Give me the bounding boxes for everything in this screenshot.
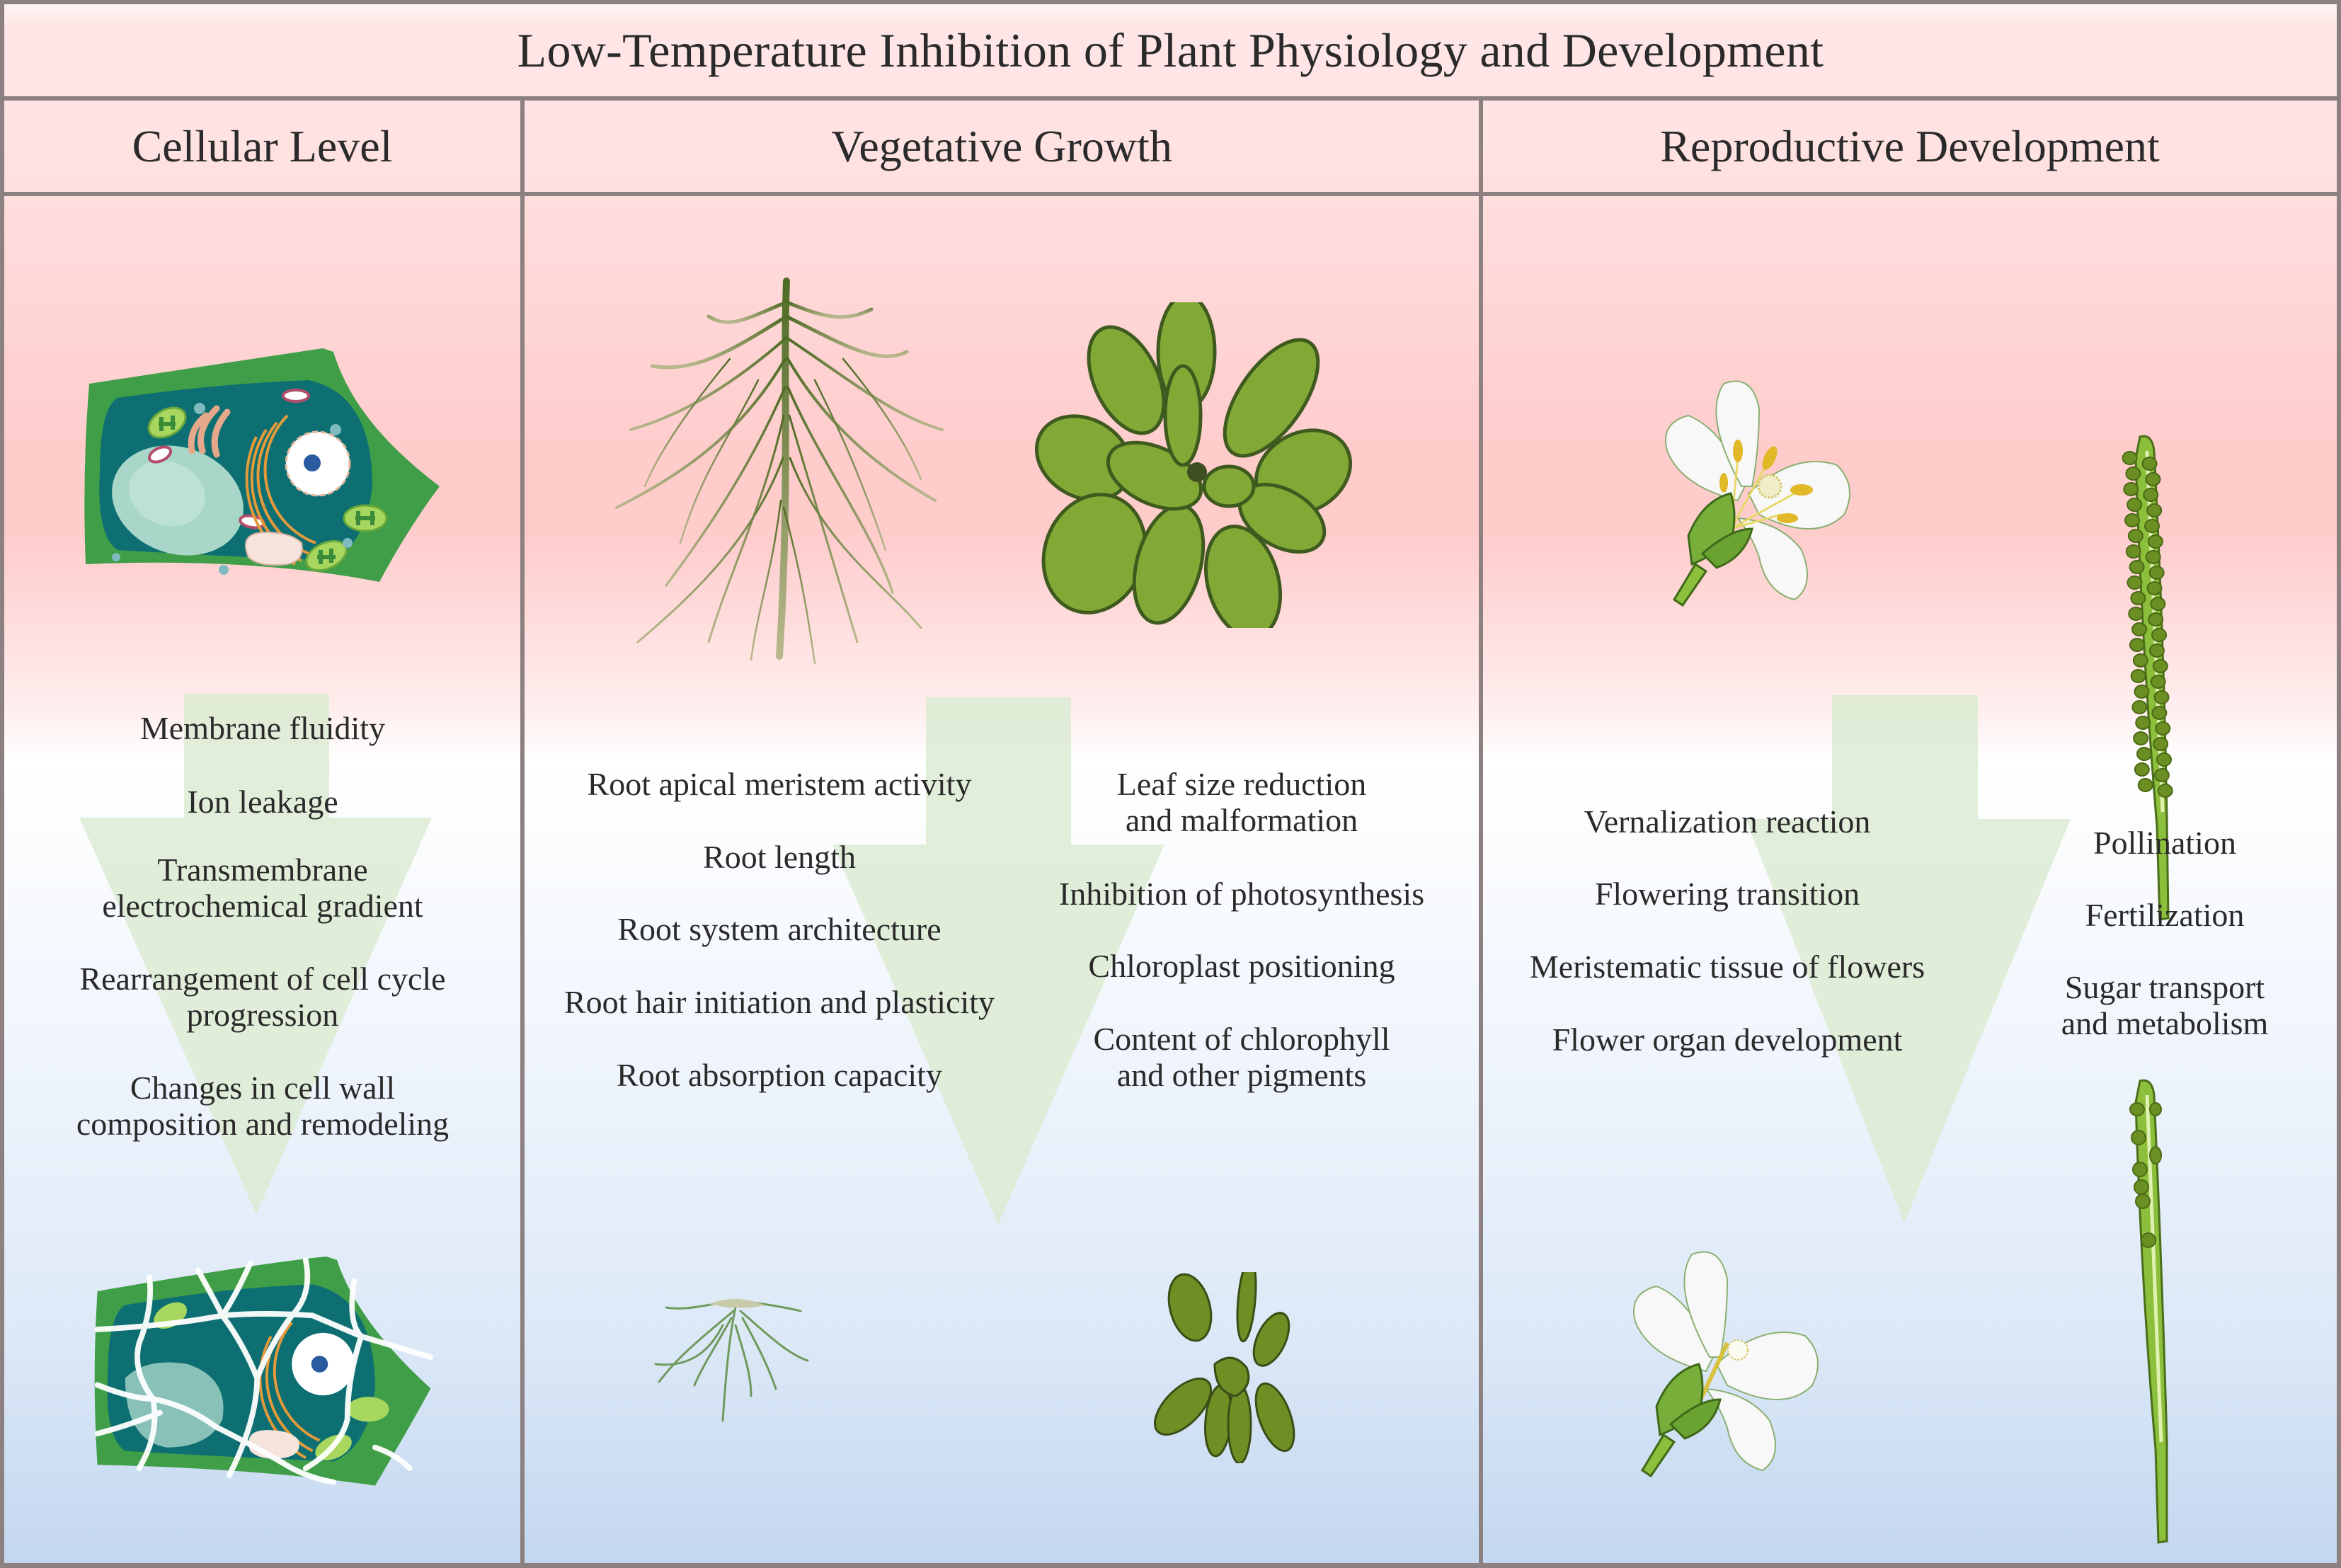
leaf-effect-label: Inhibition of photosynthesis — [1058, 876, 1425, 912]
flower-effect-label: Flower organ development — [1552, 1022, 1903, 1058]
seed-mark — [2136, 747, 2152, 761]
seed-mark — [2143, 488, 2159, 502]
root-effect-label: Root hair initiation and plasticity — [563, 984, 995, 1020]
seed-mark — [2151, 706, 2168, 720]
sterile-flower-illustration — [1633, 1251, 1819, 1478]
seed-mark — [2131, 622, 2148, 636]
seed-mark — [2127, 576, 2143, 590]
root-effect-label: Root absorption capacity — [617, 1057, 942, 1093]
large-root-system-illustration — [615, 277, 944, 665]
column-header-vegetative: Vegetative Growth — [525, 101, 1479, 192]
seed-mark — [2144, 519, 2160, 533]
seed-mark — [2155, 721, 2171, 736]
seed-effect-label: Pollination — [2093, 825, 2236, 861]
seed-mark — [2130, 591, 2146, 605]
healthy-plant-cell-illustration — [84, 348, 440, 582]
column-header-label: Cellular Level — [132, 120, 393, 171]
root-effect-label: Root apical meristem activity — [587, 766, 972, 802]
seed-mark — [2153, 690, 2170, 704]
root-effect-label: Root system architecture — [617, 911, 941, 947]
seed-mark — [2148, 566, 2165, 580]
large-rosette-illustration — [1034, 302, 1353, 628]
seed-mark — [2156, 752, 2172, 767]
seed-mark — [2145, 550, 2161, 564]
seed-mark — [2127, 498, 2143, 512]
flower-effect-label: Flowering transition — [1594, 876, 1860, 912]
column-header-cellular: Cellular Level — [4, 101, 520, 192]
seed-mark — [2145, 472, 2161, 486]
seed-mark — [2123, 482, 2139, 496]
seed-mark — [2137, 778, 2153, 792]
seed-mark — [2148, 612, 2164, 626]
seed-mark — [2122, 451, 2138, 465]
column-header-reproductive: Reproductive Development — [1483, 101, 2337, 192]
seed-mark — [2147, 534, 2163, 549]
seed-mark — [2153, 768, 2170, 782]
flower-effect-label: Meristematic tissue of flowers — [1529, 949, 1925, 985]
small-rosette-illustration — [1153, 1272, 1295, 1463]
sparse-silique-illustration — [2129, 1079, 2168, 1544]
seed-mark — [2150, 675, 2166, 689]
seed-mark — [2125, 544, 2141, 559]
seed-mark — [2133, 731, 2149, 745]
flower-effect-label: Vernalization reaction — [1584, 803, 1871, 840]
decline-arrow — [79, 694, 432, 1214]
seed-mark — [2157, 784, 2173, 798]
seed-mark — [2132, 653, 2148, 668]
seed-mark — [2146, 581, 2163, 595]
seed-mark — [2150, 597, 2166, 611]
cellular-panel: Membrane fluidity Ion leakage Transmembr… — [4, 196, 520, 1563]
seed-mark — [2135, 716, 2151, 730]
seed-mark — [2129, 638, 2145, 652]
diagram-title: Low-Temperature Inhibition of Plant Phys… — [517, 23, 1824, 77]
damaged-plant-cell-illustration — [94, 1256, 434, 1486]
column-header-label: Reproductive Development — [1660, 120, 2160, 171]
seed-mark — [2130, 669, 2146, 683]
seed-mark — [2127, 529, 2143, 543]
seed-mark — [2129, 560, 2145, 574]
healthy-flower-illustration — [1665, 380, 1850, 607]
effect-label: Ion leakage — [187, 784, 338, 820]
seed-mark — [2134, 685, 2150, 699]
effect-label: Membrane fluidity — [139, 710, 386, 746]
decline-arrow — [832, 697, 1164, 1225]
seed-mark — [2141, 457, 2158, 471]
decline-arrow — [1746, 695, 2071, 1223]
small-root-system-illustration — [654, 1298, 809, 1422]
seed-mark — [2131, 700, 2148, 714]
seed-mark — [2148, 643, 2165, 658]
reproductive-panel: Vernalization reaction Flowering transit… — [1483, 196, 2337, 1563]
vegetative-panel: Root apical meristem activity Root lengt… — [525, 196, 1479, 1563]
column-header-label: Vegetative Growth — [831, 120, 1172, 171]
seed-effect-label: Fertilization — [2085, 897, 2245, 933]
seed-mark — [2128, 607, 2144, 621]
title-bar: Low-Temperature Inhibition of Plant Phys… — [4, 4, 2337, 96]
leaf-effect-label: Chloroplast positioning — [1088, 948, 1395, 984]
root-effect-label: Root length — [703, 839, 856, 875]
seed-mark — [2146, 503, 2163, 517]
seed-mark — [2151, 628, 2168, 642]
seed-mark — [2125, 467, 2141, 481]
seed-mark — [2153, 737, 2169, 751]
full-silique-illustration — [2122, 435, 2173, 921]
seed-mark — [2134, 762, 2150, 777]
seed-mark — [2124, 513, 2141, 527]
seed-mark — [2152, 659, 2168, 673]
